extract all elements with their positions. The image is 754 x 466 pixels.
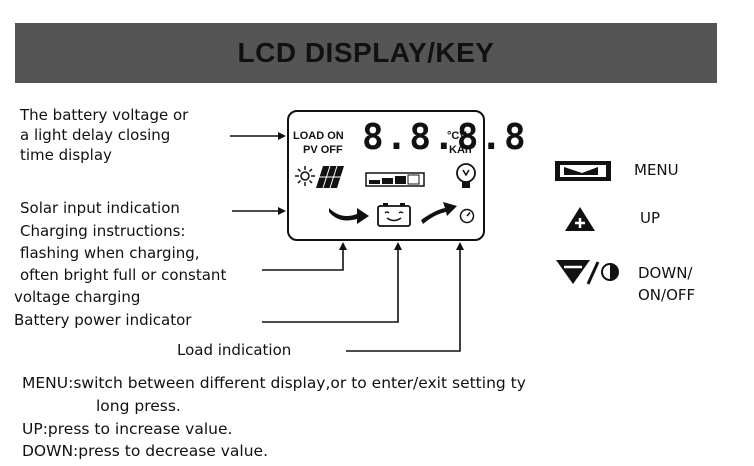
lcd-pv-off-label: PV OFF: [303, 144, 343, 156]
callout-voltage-line1: The battery voltage or: [20, 106, 189, 124]
load-arrow-icon: [421, 202, 457, 224]
lcd-unit-cv: °CV: [447, 130, 467, 142]
callout-charging-line3: often bright full or constant: [20, 266, 227, 284]
sun-icon: [295, 166, 315, 186]
leader-battery: [262, 246, 399, 323]
up-key-icon[interactable]: [564, 206, 596, 232]
onoff-key-label: ON/OFF: [638, 286, 696, 304]
lcd-unit-kah: KAh: [449, 144, 472, 156]
note-down: DOWN:press to decrease value.: [22, 442, 269, 460]
down-onoff-key-icon[interactable]: [554, 258, 624, 286]
page-title: LCD DISPLAY/KEY: [237, 37, 495, 68]
menu-key-label: MENU: [634, 161, 679, 179]
moon-icon: [312, 202, 321, 220]
arrowhead-solar: [278, 207, 286, 215]
bulb-icon: [456, 163, 476, 188]
lcd-load-on-label: LOAD ON: [293, 130, 344, 142]
battery-smiley-icon: [377, 203, 411, 227]
up-key-label: UP: [640, 209, 661, 227]
callout-solar: Solar input indication: [20, 199, 180, 217]
solar-panel-icon: [316, 165, 344, 189]
callout-charging-line2: flashing when charging,: [20, 244, 200, 262]
arrowhead-charging: [339, 242, 347, 250]
arrowhead-load: [456, 242, 464, 250]
callout-charging-line1: Charging instructions:: [20, 222, 186, 240]
header-banner: LCD DISPLAY/KEY: [15, 23, 717, 83]
lcd-digits: 8.8.8.8: [362, 117, 528, 158]
charging-arrow-icon: [329, 208, 369, 224]
leader-charging: [262, 246, 344, 271]
note-menu-line1: MENU:switch between different display,or…: [22, 374, 526, 392]
note-menu-line2: long press.: [96, 397, 181, 415]
callout-voltage-line3: time display: [20, 146, 112, 164]
leader-load: [346, 246, 461, 352]
note-up: UP:press to increase value.: [22, 420, 233, 438]
arrowhead-battery: [394, 242, 402, 250]
down-key-label: DOWN/: [638, 264, 693, 282]
lcd-display: LOAD ON PV OFF 8.8.8.8 °CV KAh: [287, 110, 526, 241]
timer-icon: [459, 208, 475, 224]
battery-level-bar-icon: [365, 172, 425, 187]
arrowhead-voltage: [278, 132, 286, 140]
menu-key-icon[interactable]: [554, 160, 612, 182]
callout-battery: Battery power indicator: [14, 311, 192, 329]
callout-voltage-line2: a light delay closing: [20, 126, 171, 144]
callout-charging-line4: voltage charging: [14, 288, 141, 306]
callout-load: Load indication: [177, 341, 292, 359]
